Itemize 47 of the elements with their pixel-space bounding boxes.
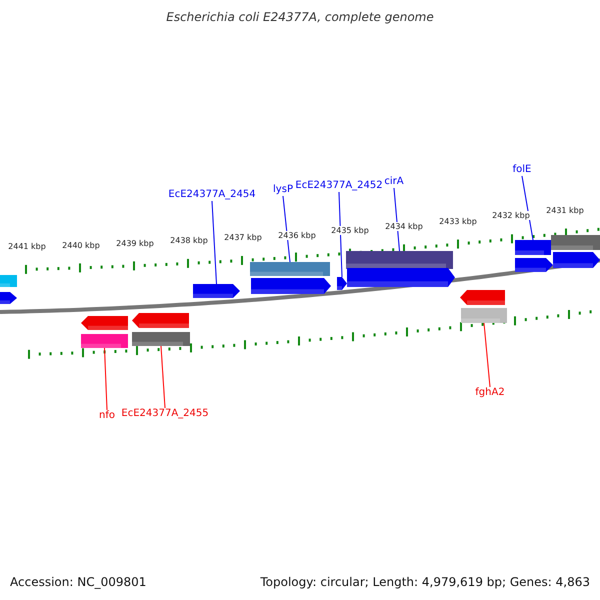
title: Escherichia coli E24377A, complete genome <box>165 10 435 24</box>
scale-label: 2431 kbp <box>546 206 584 215</box>
scale-label: 2437 kbp <box>224 233 262 242</box>
leader-line <box>522 176 534 240</box>
gene-feature <box>460 290 505 305</box>
gene-label: lysP <box>273 184 293 196</box>
genome-summary: Topology: circular; Length: 4,979,619 bp; Genes: 4,863 <box>260 575 590 589</box>
scale-label: 2435 kbp <box>331 226 369 235</box>
gene-bar <box>250 262 330 276</box>
gene-label: EcE24377A_2452 <box>295 180 383 192</box>
gene-feature <box>132 313 189 328</box>
gene-label: fghA2 <box>475 387 505 399</box>
gene-feature <box>251 278 331 294</box>
gene-bar <box>461 308 507 323</box>
scale-label: 2436 kbp <box>278 231 316 240</box>
leader-line <box>282 196 290 262</box>
gene-label: EcE24377A_2454 <box>168 189 256 201</box>
gene-feature <box>0 292 17 304</box>
scale-label: 2434 kbp <box>385 222 423 231</box>
gene-bar <box>81 334 128 348</box>
accession-note: Accession: NC_009801 <box>10 575 146 589</box>
scale-label: 2441 kbp <box>8 242 46 251</box>
gene-feature <box>81 316 128 330</box>
gene-bar <box>132 332 190 346</box>
gene-label: nfo <box>99 410 115 422</box>
gene-bar <box>346 251 453 269</box>
leader-line <box>104 348 108 410</box>
gene-bar <box>0 275 17 287</box>
leader-line <box>484 322 490 388</box>
scale-label: 2440 kbp <box>62 241 100 250</box>
gene-feature <box>193 284 240 298</box>
leader-line <box>394 188 400 252</box>
scale-label: 2432 kbp <box>492 211 530 220</box>
gene-bar <box>551 235 600 250</box>
leader-line <box>212 200 217 284</box>
leader-line <box>160 346 166 408</box>
gene-label: folE <box>512 164 532 176</box>
gene-feature <box>515 258 553 272</box>
gene-feature <box>337 277 347 290</box>
gene-label: EcE24377A_2455 <box>121 408 209 420</box>
leader-line <box>338 192 342 278</box>
gene-label: cirA <box>384 176 404 188</box>
scale-label: 2439 kbp <box>116 239 154 248</box>
scale-label: 2433 kbp <box>439 217 477 226</box>
scale-label: 2438 kbp <box>170 236 208 245</box>
gene-feature <box>553 252 600 268</box>
gene-bar <box>515 240 551 255</box>
